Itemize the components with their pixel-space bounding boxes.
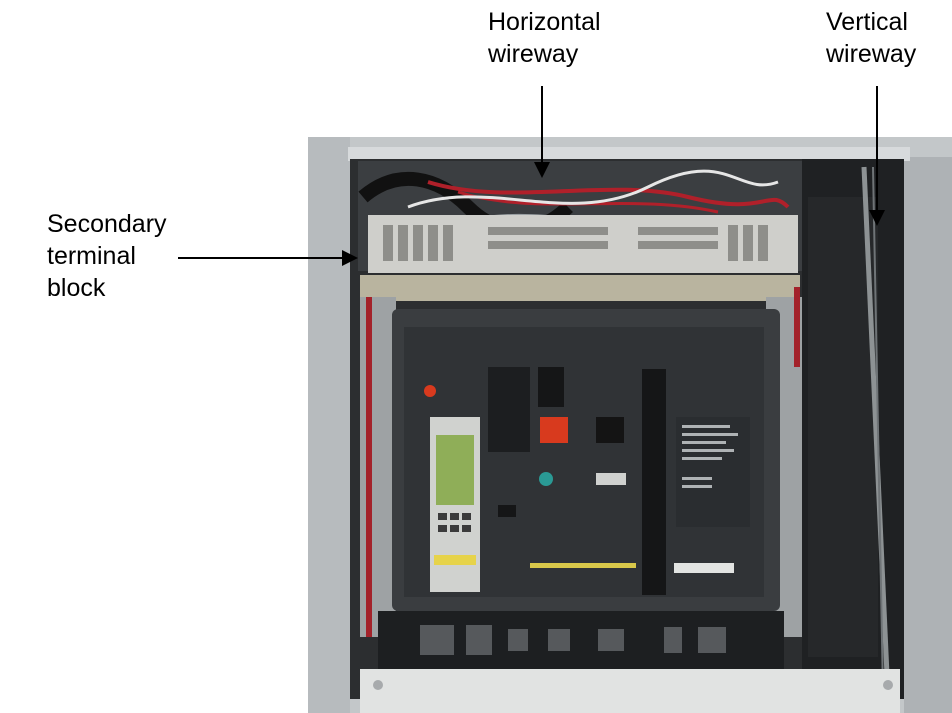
cradle-connectors bbox=[420, 625, 726, 655]
left-rail bbox=[360, 297, 396, 637]
rating-label bbox=[674, 563, 734, 573]
secondary-terminal-block-label-line2: terminal bbox=[47, 242, 136, 270]
nameplate-text-lines bbox=[682, 425, 738, 488]
horizontal-wireway-label-line1: Horizontal bbox=[488, 8, 601, 36]
vertical-wireway-cable-2 bbox=[872, 166, 884, 693]
terminal-block-slots bbox=[383, 225, 768, 261]
vertical-wireway-cable bbox=[861, 166, 891, 698]
right-rail-red-accent bbox=[794, 287, 800, 367]
vertical-wireway-label-line2: wireway bbox=[826, 40, 917, 68]
wire-bundle-red bbox=[427, 180, 790, 209]
charging-handle-window bbox=[538, 367, 564, 407]
cabinet-floor bbox=[360, 669, 900, 713]
floor-bolt-right bbox=[883, 680, 893, 690]
status-label bbox=[596, 473, 626, 485]
status-indicator-teal bbox=[539, 472, 553, 486]
secondary-terminal-block-label-line1: Secondary bbox=[47, 210, 167, 238]
yellow-stripe bbox=[530, 563, 636, 568]
left-rail-red-accent bbox=[366, 297, 372, 637]
trip-unit-warning-label bbox=[434, 555, 476, 565]
switchgear-cabinet-photo bbox=[308, 137, 952, 713]
wire-bundle-white bbox=[407, 169, 779, 209]
operation-counter bbox=[498, 505, 516, 517]
red-indicator bbox=[424, 385, 436, 397]
floor-bolt-left bbox=[373, 680, 383, 690]
open-button bbox=[540, 417, 568, 443]
cabinet-right-panel bbox=[904, 157, 952, 713]
vertical-wireway-label-line1: Vertical bbox=[826, 8, 908, 36]
breaker-handle-bar bbox=[642, 369, 666, 595]
close-button bbox=[596, 417, 624, 443]
cabinet-top-edge bbox=[348, 147, 910, 161]
horizontal-wireway-label-line2: wireway bbox=[488, 40, 579, 68]
trip-unit-display bbox=[436, 435, 474, 505]
horizontal-wireway-label: Horizontal wireway bbox=[488, 6, 601, 70]
cabinet-left-panel bbox=[308, 137, 350, 713]
vertical-wireway-label: Vertical wireway bbox=[826, 6, 916, 70]
trip-unit-keypad bbox=[438, 513, 471, 532]
secondary-terminal-block-label-line3: block bbox=[47, 274, 106, 302]
support-bar bbox=[360, 275, 800, 301]
secondary-terminal-block-label: Secondary terminal block bbox=[47, 208, 167, 304]
charging-handle-slot bbox=[488, 367, 530, 452]
